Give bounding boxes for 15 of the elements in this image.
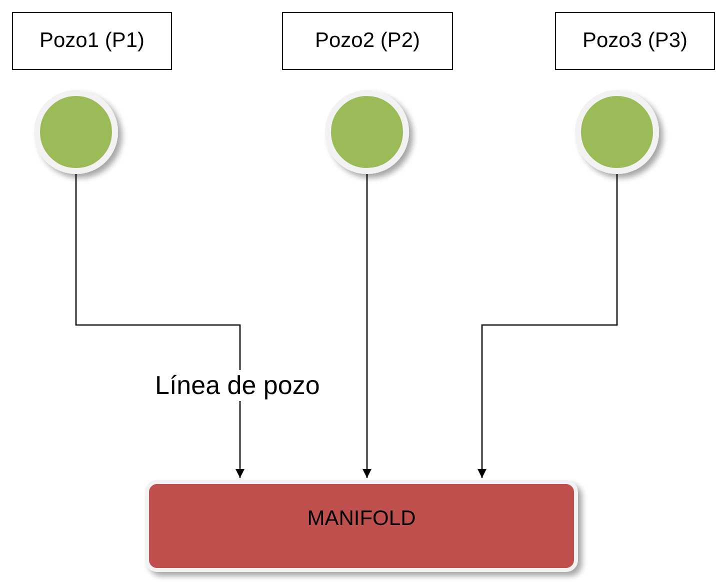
arrow — [75, 174, 245, 478]
well-label-box — [555, 12, 715, 70]
well-circle — [34, 90, 118, 174]
well-label-box — [282, 12, 453, 70]
manifold-box — [145, 480, 578, 572]
well-name: Pozo2 (P2) — [314, 29, 420, 53]
manifold-label: MANIFOLD — [307, 507, 416, 531]
arrow — [362, 174, 372, 478]
arrow — [477, 174, 618, 478]
well-name: Pozo1 (P1) — [39, 29, 145, 53]
line-label: Línea de pozo — [155, 370, 320, 401]
well-circle — [575, 90, 659, 174]
well-name: Pozo3 (P3) — [582, 29, 688, 53]
well-label-box — [12, 12, 172, 70]
well-circle — [325, 90, 409, 174]
